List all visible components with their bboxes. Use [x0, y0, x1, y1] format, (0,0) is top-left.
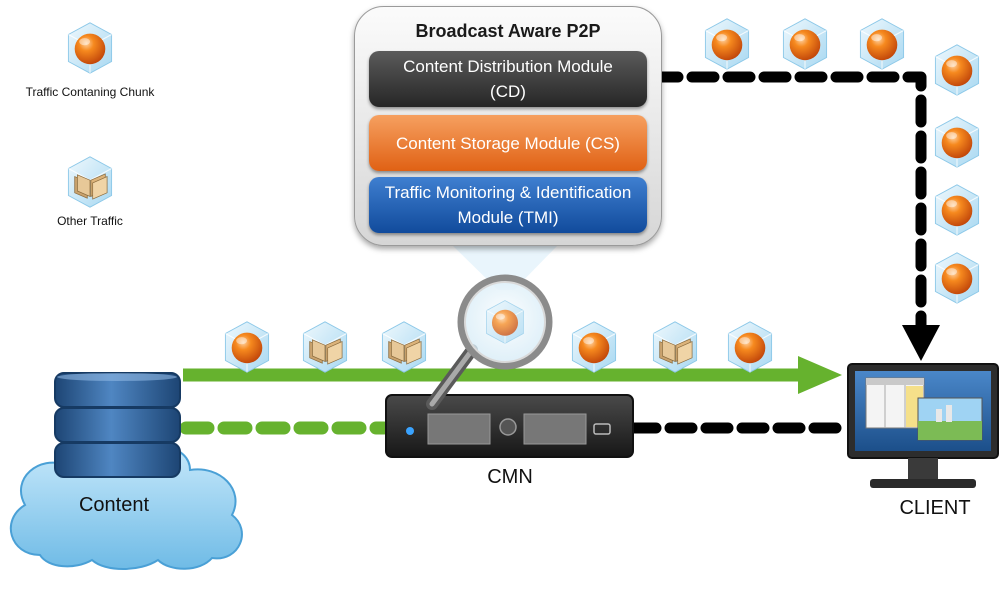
traffic-chunk-icon	[859, 18, 905, 70]
traffic-chunk-icon	[934, 184, 980, 236]
traffic-chunk-icon	[934, 116, 980, 168]
module-label: Traffic Monitoring & Identification Modu…	[384, 183, 632, 227]
panel-title: Broadcast Aware P2P	[415, 21, 601, 41]
traffic-chunk-icon	[782, 18, 828, 70]
other-traffic-icon	[652, 321, 698, 373]
cd-client-dashed-link	[650, 71, 940, 361]
traffic-chunk-icon	[224, 321, 270, 373]
traffic-chunk-icon	[571, 321, 617, 373]
cmn-label: CMN	[487, 466, 533, 488]
legend-other-traffic-label: Other Traffic	[57, 214, 123, 228]
database-icon	[54, 372, 181, 478]
traffic-monitoring-module: Traffic Monitoring & Identification Modu…	[369, 177, 647, 233]
traffic-chunk-icon	[934, 44, 980, 96]
green-flow-arrow	[183, 356, 842, 394]
client-label: CLIENT	[899, 497, 971, 519]
broadcast-aware-p2p-panel: Broadcast Aware P2P Content Distribution…	[354, 6, 662, 246]
magnifier-icon	[426, 245, 558, 410]
traffic-chunk-icon	[704, 18, 750, 70]
legend-other-traffic-icon	[67, 156, 113, 208]
legend-chunk-icon	[67, 22, 113, 74]
server-icon	[385, 394, 634, 458]
other-traffic-icon	[302, 321, 348, 373]
legend-chunk-label: Traffic Contaning Chunk	[25, 85, 155, 99]
traffic-chunk-icon	[727, 321, 773, 373]
traffic-chunk-icon	[934, 252, 980, 304]
content-storage-module: Content Storage Module (CS)	[369, 115, 647, 171]
content-distribution-module: Content Distribution Module (CD)	[369, 51, 647, 107]
other-traffic-icon	[381, 321, 427, 373]
module-label: Content Distribution Module (CD)	[403, 57, 613, 101]
monitor-icon	[847, 363, 999, 488]
content-label: Content	[78, 494, 150, 516]
module-label: Content Storage Module (CS)	[396, 133, 620, 153]
